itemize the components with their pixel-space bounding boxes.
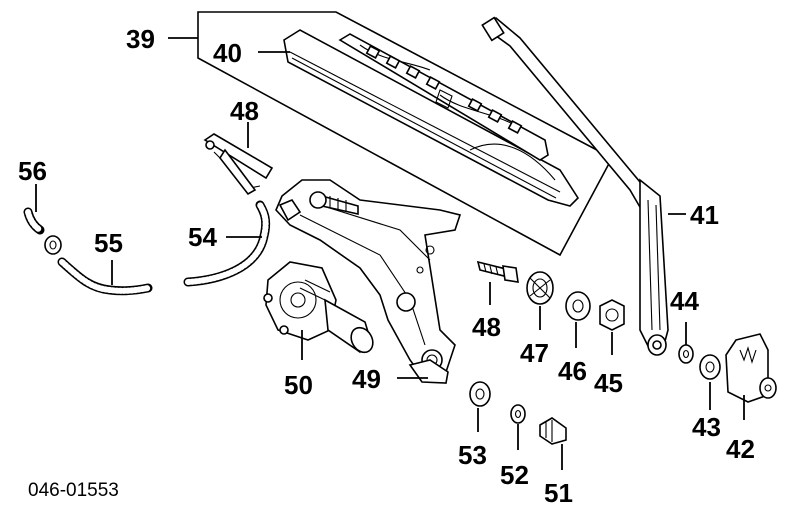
callout-55: 55: [94, 228, 123, 258]
wiper-motor: [263, 261, 374, 354]
callout-labels: 39 40 41 42 43 44 45 46 47 48 48 49 50 5…: [18, 24, 755, 508]
callout-44: 44: [670, 286, 699, 316]
callout-47: 47: [520, 338, 549, 368]
callout-52: 52: [500, 460, 529, 490]
cap-42: [725, 333, 777, 403]
nut-51: [539, 417, 567, 445]
callout-51: 51: [544, 478, 573, 508]
washer-44: [678, 344, 694, 364]
hose-54: [183, 200, 271, 287]
pin-48: [476, 260, 519, 283]
callout-56: 56: [18, 156, 47, 186]
wiper-blade-assembly: [197, 11, 614, 257]
clip-52: [510, 404, 526, 424]
callout-46: 46: [558, 356, 587, 386]
callout-53: 53: [458, 440, 487, 470]
hose-55: [57, 257, 153, 296]
nut-43: [699, 354, 721, 380]
callout-43: 43: [692, 412, 721, 442]
hose-bracket: [203, 133, 274, 196]
nozzle-56: [23, 207, 62, 255]
callout-42: 42: [726, 434, 755, 464]
callout-50: 50: [284, 370, 313, 400]
nut-45: [599, 299, 625, 331]
bushing-47: [526, 271, 554, 305]
leader-lines: [35, 37, 745, 470]
bushing-46: [565, 291, 591, 321]
wiper-arm: [481, 16, 669, 356]
bushing-53: [469, 381, 491, 407]
linkage-frame: [275, 179, 462, 384]
callout-49: 49: [352, 364, 381, 394]
callout-39: 39: [126, 24, 155, 54]
callout-54: 54: [188, 222, 217, 252]
callout-41: 41: [690, 200, 719, 230]
callout-40: 40: [213, 38, 242, 68]
callout-48-pin: 48: [472, 312, 501, 342]
callout-45: 45: [594, 368, 623, 398]
callout-48-top: 48: [230, 96, 259, 126]
diagram-code: 046-01553: [28, 480, 119, 501]
